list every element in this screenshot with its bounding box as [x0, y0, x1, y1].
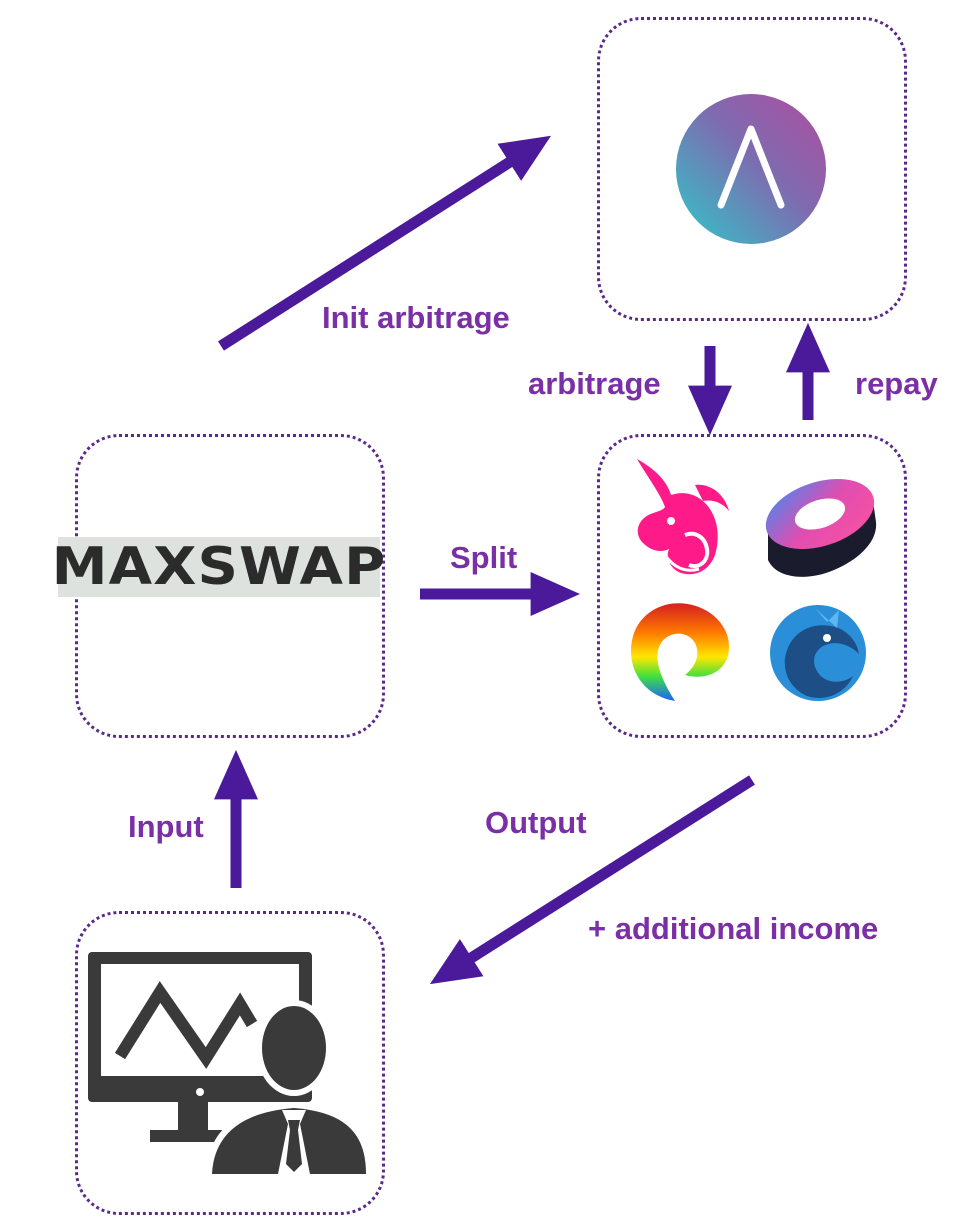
sushiswap-icon	[765, 478, 877, 577]
init-arbitrage-label: Init arbitrage	[322, 300, 510, 335]
output-arrow	[429, 775, 755, 985]
trader-at-monitor-icon	[88, 952, 370, 1174]
dex-box	[597, 434, 907, 738]
split-label: Split	[450, 540, 518, 575]
aave-box	[597, 17, 907, 321]
curve-logo-icon	[631, 603, 729, 701]
arbitrage-label: arbitrage	[528, 366, 661, 401]
input-label: Input	[128, 809, 204, 844]
init-arbitrage-arrow	[218, 135, 552, 351]
aave-logo-icon	[676, 94, 826, 244]
maxswap-wordmark: MAXSWAP	[51, 537, 387, 597]
additional-income-label: + additional income	[588, 911, 879, 946]
output-label: Output	[485, 805, 587, 840]
dragon-logo-icon	[770, 605, 866, 701]
repay-label: repay	[855, 366, 938, 401]
uniswap-unicorn-icon	[637, 459, 729, 575]
user-box	[75, 911, 385, 1215]
maxswap-logo: MAXSWAP	[52, 537, 385, 597]
